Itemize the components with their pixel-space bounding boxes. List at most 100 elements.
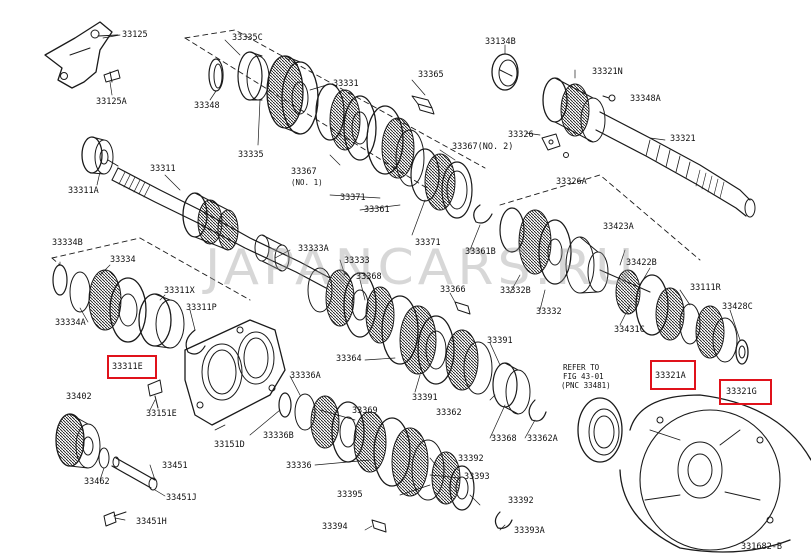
label-33332: 33332 [536, 307, 562, 317]
label-33451H: 33451H [136, 517, 167, 527]
bolt-33151E [147, 379, 163, 409]
transmission-housing [619, 394, 811, 553]
ring-33348 [208, 58, 224, 92]
leader-lines [59, 34, 741, 531]
key-33394 [371, 519, 387, 533]
label-33371b: 33371 [415, 238, 441, 248]
label-33362: 33362 [436, 408, 462, 418]
label-33311E: 33311E [112, 362, 143, 372]
label-33125: 33125 [122, 30, 148, 40]
gear-33335C [237, 51, 270, 101]
bolt-33451H [103, 511, 127, 527]
label-33321: 33321 [670, 134, 696, 144]
label-33462: 33462 [84, 477, 110, 487]
gear-33332B-33423A [499, 207, 609, 294]
label-33451: 33451 [162, 461, 188, 471]
label-refer-line2: FIG 43-01 [563, 372, 604, 381]
label-33366: 33366 [440, 285, 466, 295]
highlight-box-33321G[interactable] [719, 379, 772, 405]
bushing-33462 [98, 447, 110, 469]
label-33311A: 33311A [68, 186, 99, 196]
label-33151E: 33151E [146, 409, 177, 419]
ring-33371-33361 [410, 148, 473, 219]
gear-33111R-33428C [695, 305, 749, 365]
ring-33336B [278, 392, 292, 418]
label-33362A: 33362A [527, 434, 558, 444]
highlight-box-33311E[interactable] [107, 355, 157, 379]
label-33321G: 33321G [726, 387, 757, 397]
gear-33311X [138, 293, 185, 349]
label-no1: (NO. 1) [291, 178, 323, 187]
ring-33391-33368b [492, 362, 531, 415]
shaft-33451 [111, 456, 158, 491]
label-33367-no2: 33367(NO. 2) [452, 142, 514, 152]
gear-33331 [266, 55, 319, 135]
label-refer-line1: REFER TO [563, 363, 600, 372]
label-33311X: 33311X [164, 286, 195, 296]
ring-33334B [52, 264, 68, 296]
label-33393A: 33393A [514, 526, 545, 536]
cover-33134B [491, 53, 519, 91]
bearing-33311A [81, 136, 119, 175]
gear-33334 [69, 269, 147, 343]
clip-33311P [185, 329, 206, 355]
label-33311: 33311 [150, 164, 176, 174]
label-33348A: 33348A [630, 94, 661, 104]
label-33311P: 33311P [186, 303, 217, 313]
label-33402: 33402 [66, 392, 92, 402]
label-33361B: 33361B [465, 247, 496, 257]
label-33393: 33393 [464, 472, 490, 482]
label-33395: 33395 [337, 490, 363, 500]
label-33334A: 33334A [55, 318, 86, 328]
label-33423A: 33423A [603, 222, 634, 232]
gear-33333 [343, 272, 395, 344]
label-33367: 33367 [291, 167, 317, 177]
label-33336A: 33336A [290, 371, 321, 381]
shaft-33321 [595, 111, 756, 218]
label-33368b: 33368 [491, 434, 517, 444]
label-33391b: 33391 [412, 393, 438, 403]
label-refer-line3: (PNC 33481) [561, 381, 611, 390]
label-33368: 33368 [356, 272, 382, 282]
oil-seal-33481 [577, 397, 623, 463]
label-33361: 33361 [364, 205, 390, 215]
label-33321N: 33321N [592, 67, 623, 77]
label-33335: 33335 [238, 150, 264, 160]
ring-33393 [449, 465, 475, 511]
label-33369: 33369 [352, 406, 378, 416]
label-33134B: 33134B [485, 37, 516, 47]
snap-ring-33393A [494, 511, 513, 529]
label-33334: 33334 [110, 255, 136, 265]
label-33336: 33336 [286, 461, 312, 471]
label-33392a: 33392 [458, 454, 484, 464]
label-33332B: 33332B [500, 286, 531, 296]
gasket-33151D [184, 319, 286, 426]
highlight-box-33321A[interactable] [650, 360, 696, 390]
label-33111R: 33111R [690, 283, 721, 293]
snap-ring-33361B [473, 204, 493, 224]
label-33333: 33333 [344, 256, 370, 266]
gear-33321N [542, 77, 606, 143]
label-33321A: 33321A [655, 371, 686, 381]
label-33336B: 33336B [263, 431, 294, 441]
key-33366 [454, 301, 471, 315]
group-frame-left [51, 237, 251, 301]
key-33365 [411, 95, 435, 115]
label-33391a: 33391 [487, 336, 513, 346]
gear-33369 [331, 401, 387, 473]
label-33326A: 33326A [556, 177, 587, 187]
label-diagram-ref: 331682-B [741, 542, 782, 552]
label-33334B: 33334B [52, 238, 83, 248]
label-33431C: 33431C [614, 325, 645, 335]
label-33365: 33365 [418, 70, 444, 80]
bracket-33125 [44, 21, 121, 89]
hub-33364 [445, 329, 493, 395]
label-33392b: 33392 [508, 496, 534, 506]
gear-33402 [55, 413, 101, 469]
group-frame-right [499, 174, 701, 261]
label-33331: 33331 [333, 79, 359, 89]
label-33335C: 33335C [232, 33, 263, 43]
gear-33333A [307, 267, 355, 327]
